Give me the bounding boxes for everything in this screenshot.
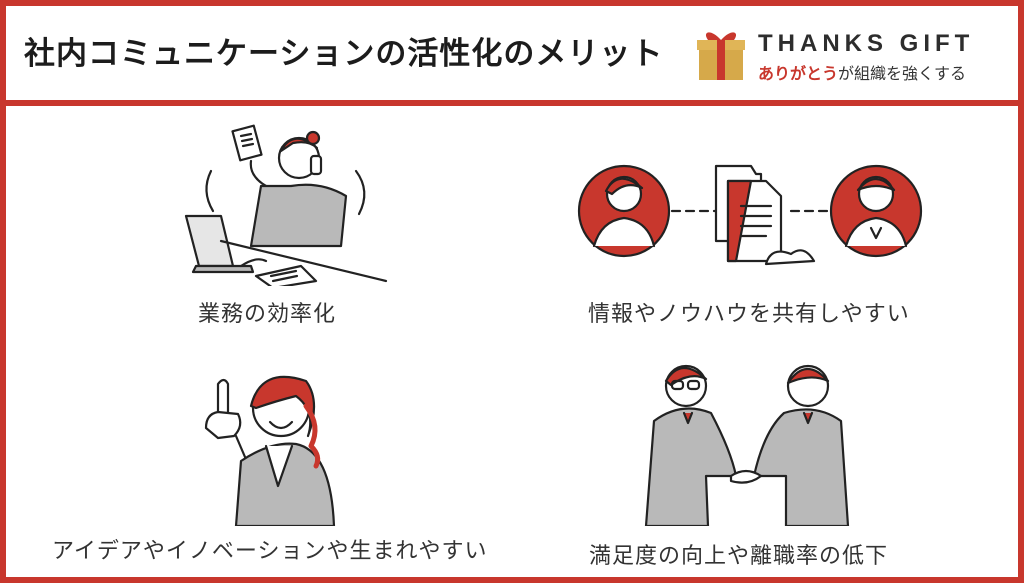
- brand-tagline: ありがとうが組織を強くする: [758, 60, 966, 84]
- tagline-accent: ありがとう: [758, 64, 839, 83]
- thanks-gift-logo: THANKS GIFT ありがとうが組織を強くする: [696, 26, 1016, 84]
- page-title: 社内コミュニケーションの活性化のメリット: [24, 36, 664, 72]
- handshake-illustration: [644, 364, 850, 526]
- benefit-label-3: アイデアやイノベーションや生まれやすい: [52, 539, 488, 564]
- header: 社内コミュニケーションの活性化のメリット THANKS GIFT ありがとうが組…: [6, 6, 1018, 106]
- idea-woman-illustration: [204, 375, 336, 526]
- benefits-grid: 業務の効率化 情報やノウハウを共有しやすい: [6, 106, 1018, 577]
- brand-name: THANKS GIFT: [758, 30, 975, 57]
- document-sharing-illustration: [577, 164, 923, 266]
- benefit-label-2: 情報やノウハウを共有しやすい: [588, 302, 910, 327]
- gift-box-icon: [697, 32, 745, 80]
- benefit-label-1: 業務の効率化: [198, 302, 337, 327]
- busy-worker-illustration: [184, 124, 388, 286]
- tagline-rest: が組織を強くする: [838, 64, 967, 83]
- benefit-label-4: 満足度の向上や離職率の低下: [589, 544, 889, 569]
